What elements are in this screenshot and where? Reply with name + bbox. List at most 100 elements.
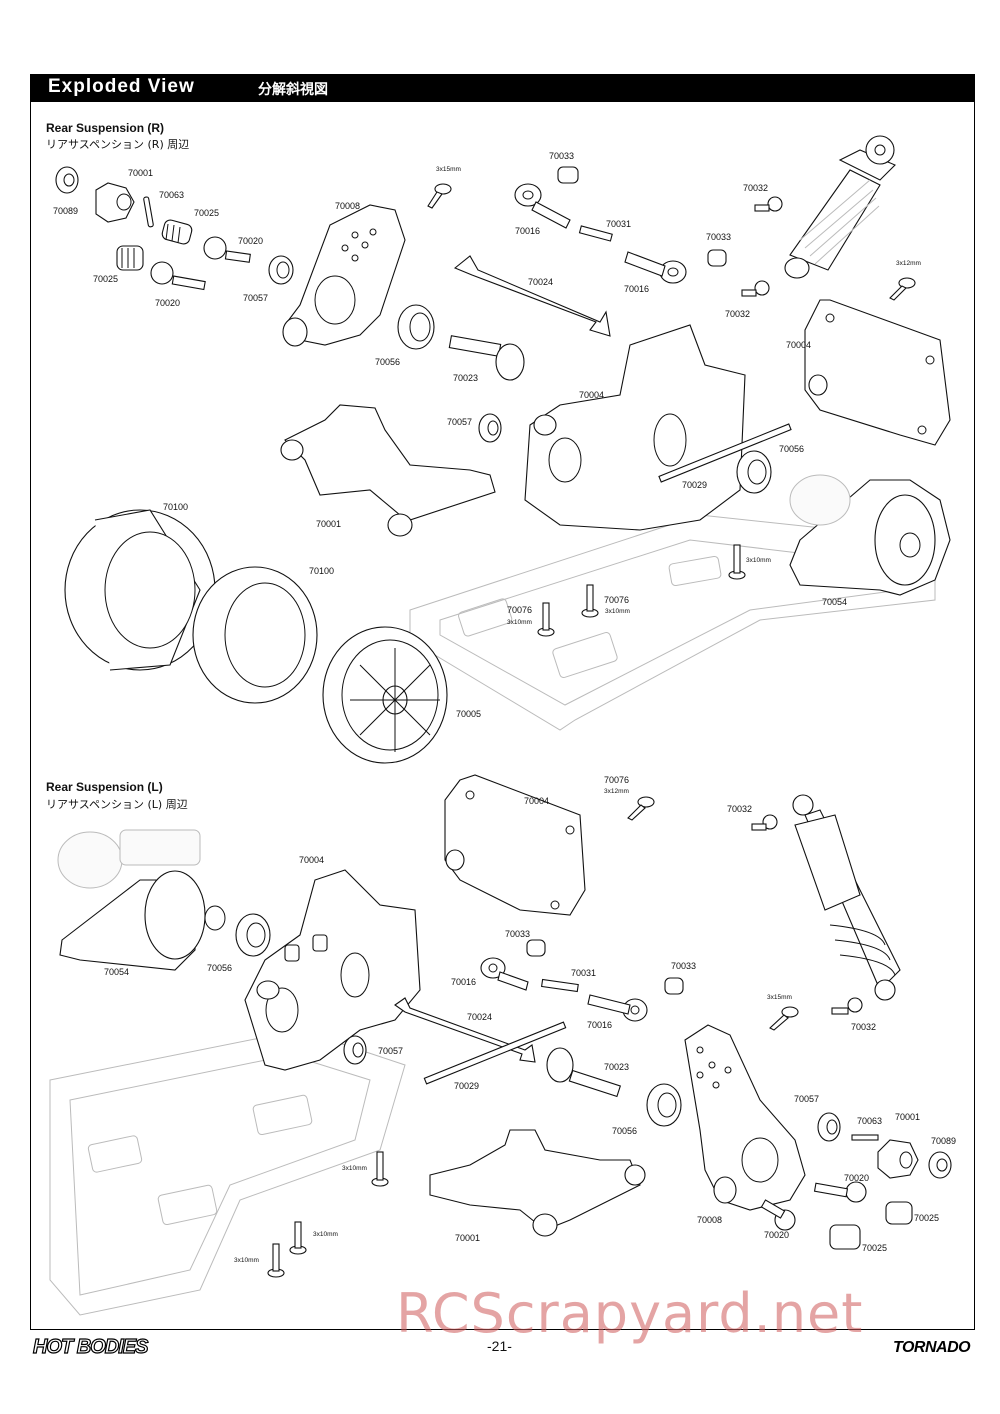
part-70057-l1 (343, 1035, 367, 1065)
label-l-21: 70089 (931, 1136, 957, 1146)
part-70056-r1 (397, 304, 435, 350)
label-r-19: 70056 (375, 357, 401, 367)
part-70032-l1 (751, 814, 778, 831)
part-70020-r1 (203, 236, 251, 263)
part-70032-l2 (831, 997, 863, 1015)
label-r-29: 3x10mm (746, 557, 771, 564)
label-r-30: 70054 (822, 597, 848, 607)
part-70063-l (851, 1134, 879, 1141)
label-r-13: 70024 (528, 277, 554, 287)
part-70033-r2 (707, 249, 727, 267)
part-70005-wheel-r (322, 626, 448, 764)
screw-3x15-r (427, 183, 452, 209)
label-l-24: 70025 (914, 1213, 940, 1223)
part-70004-l1 (444, 774, 586, 916)
screw-3x10-l1 (371, 1151, 389, 1187)
part-70001-r2 (280, 404, 496, 537)
screw-3x12-r (889, 277, 916, 301)
label-r-2: 70063 (159, 190, 185, 200)
part-70025-l1 (885, 1201, 913, 1225)
watermark: RCScrapyard.net (396, 1282, 864, 1345)
hot-bodies-logo: HOT BODIES (32, 1335, 149, 1358)
label-r-24: 70001 (316, 519, 342, 529)
label-l-19: 70063 (857, 1116, 883, 1126)
label-l-27: 70025 (862, 1243, 888, 1253)
label-l-14: 70024 (467, 1012, 493, 1022)
label-l-15: 70057 (378, 1046, 404, 1056)
section-subtitle-r: リアサスペンション (R) 周辺 (46, 138, 190, 151)
label-r-4: 70020 (238, 236, 264, 246)
part-70031-l (540, 978, 579, 993)
section-title-l: Rear Suspension (L) (46, 780, 163, 794)
label-r-34: 3x10mm (507, 619, 532, 626)
part-70016-r1 (514, 183, 571, 229)
part-70033-r1 (557, 166, 579, 184)
part-70016-r2 (624, 251, 687, 284)
label-l-26: 70020 (764, 1230, 790, 1240)
part-70016-l1 (480, 957, 529, 991)
part-70057-r (268, 255, 294, 285)
part-70100-tire-r1 (64, 509, 216, 671)
label-r-22: 70004 (579, 390, 605, 400)
screw-3x15-l (769, 1006, 799, 1031)
label-r-14: 70016 (624, 284, 650, 294)
part-shock-l (792, 794, 901, 1001)
part-70023-l (546, 1047, 622, 1098)
label-l-18: 70057 (794, 1094, 820, 1104)
chassis-plate-ghost-r (409, 514, 936, 731)
part-70024-l (394, 997, 536, 1063)
label-l-20: 70001 (895, 1112, 921, 1122)
label-l-3: 70032 (727, 804, 753, 814)
part-70029-r (658, 423, 792, 483)
label-r-17: 70032 (725, 309, 751, 319)
part-70056-l2 (646, 1083, 682, 1127)
label-l-5: 70054 (104, 967, 130, 977)
label-r-35: 70005 (456, 709, 482, 719)
part-70056-l1 (235, 913, 271, 957)
section-title-r: Rear Suspension (R) (46, 121, 165, 135)
label-l-29: 3x10mm (313, 1231, 338, 1238)
page-number: -21- (487, 1338, 512, 1354)
label-r-0: 70089 (53, 206, 79, 216)
page-frame (30, 102, 975, 1330)
label-l-4: 70004 (299, 855, 325, 865)
label-r-10: 70033 (549, 151, 575, 161)
tornado-logo: TORNADO (893, 1339, 971, 1356)
label-l-11: 3x15mm (767, 994, 792, 1001)
label-r-1: 70001 (128, 168, 154, 178)
part-70089-l (928, 1151, 952, 1179)
label-l-0: 70076 (604, 775, 630, 785)
part-70020-l1 (813, 1181, 867, 1203)
label-r-16: 70032 (743, 183, 769, 193)
label-r-3: 70025 (194, 208, 220, 218)
part-70008-l (684, 1024, 806, 1211)
part-70001-r (95, 182, 135, 223)
part-70023-r (448, 335, 525, 381)
part-70020-r2 (150, 261, 206, 291)
part-70031-r (578, 225, 613, 242)
part-70020-l2 (760, 1199, 796, 1231)
part-70004-r2 (804, 299, 951, 446)
label-l-6: 70056 (207, 963, 233, 973)
label-r-25: 70056 (779, 444, 805, 454)
part-70054-r (789, 474, 951, 596)
label-l-9: 70031 (571, 968, 597, 978)
label-l-7: 70033 (505, 929, 531, 939)
label-r-28: 70100 (309, 566, 335, 576)
part-70032-r1 (754, 196, 783, 212)
part-70029-l (423, 1021, 567, 1085)
label-l-1: 3x12mm (604, 788, 629, 795)
label-l-30: 3x10mm (234, 1257, 259, 1264)
label-r-6: 70020 (155, 298, 181, 308)
part-70008-r (282, 204, 406, 347)
section-subtitle-l: リアサスペンション (L) 周辺 (46, 798, 188, 811)
label-l-28: 3x10mm (342, 1165, 367, 1172)
part-70056-r2 (736, 450, 772, 494)
part-70033-l1 (526, 939, 546, 957)
part-70004-r1 (524, 324, 746, 531)
header-subtitle-jp: 分解斜視図 (258, 82, 328, 98)
part-70057-r2 (478, 413, 502, 443)
part-70016-l2 (587, 994, 648, 1022)
part-shock-r (784, 135, 896, 279)
label-l-22: 70056 (612, 1126, 638, 1136)
